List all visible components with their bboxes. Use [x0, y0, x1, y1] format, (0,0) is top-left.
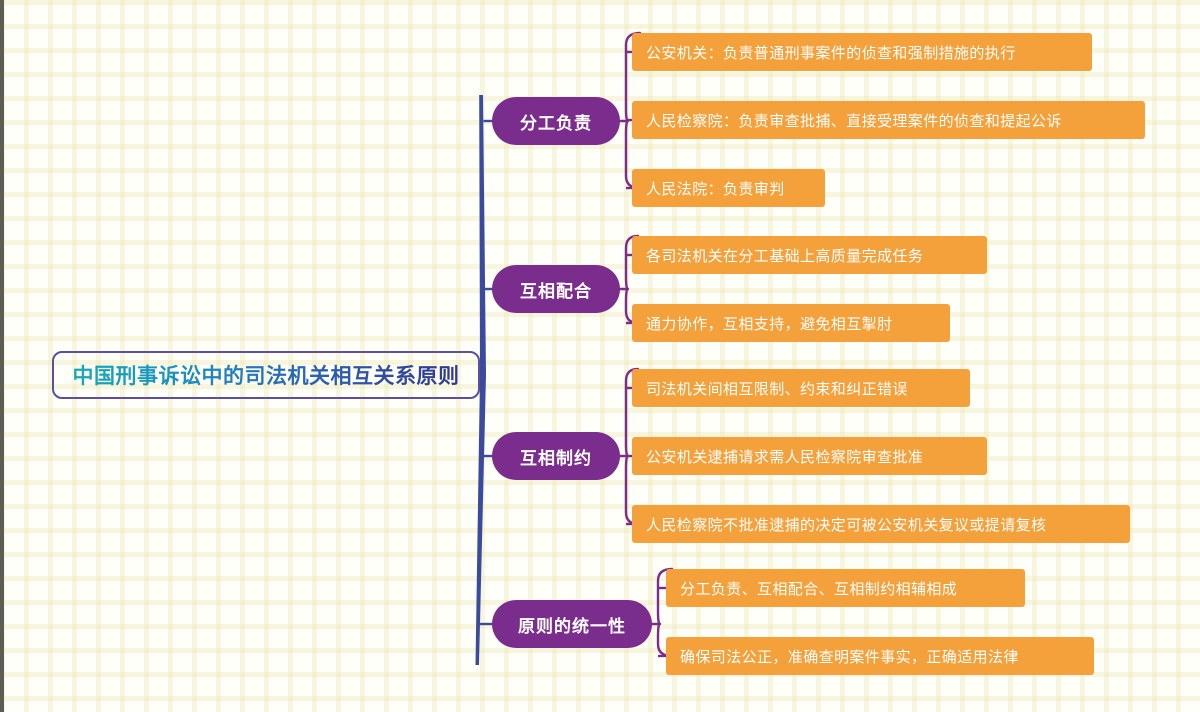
leaf-node[interactable]: 公安机关逮捕请求需人民检察院审查批准 [632, 437, 987, 475]
leaf-node[interactable]: 通力协作，互相支持，避免相互掣肘 [632, 304, 950, 342]
branch-node-yuanze-tongyixing[interactable]: 原则的统一性 [492, 600, 652, 648]
branch-node-label: 分工负责 [520, 113, 592, 134]
leaf-node-label: 各司法机关在分工基础上高质量完成任务 [646, 246, 924, 265]
trunk-line-lower [475, 375, 486, 665]
leaf-node[interactable]: 司法机关间相互限制、约束和纠正错误 [632, 369, 970, 407]
branch-node-label: 互相配合 [520, 281, 592, 302]
root-node-label: 中国刑事诉讼中的司法机关相互关系原则 [73, 360, 460, 390]
branch-node-huxiang-zhiyue[interactable]: 互相制约 [492, 432, 620, 480]
leaf-node[interactable]: 确保司法公正，准确查明案件事实，正确适用法律 [666, 637, 1094, 675]
leaf-node[interactable]: 人民检察院不批准逮捕的决定可被公安机关复议或提请复核 [632, 505, 1130, 543]
branch-node-huxiang-peihe[interactable]: 互相配合 [492, 265, 620, 313]
leaf-node-label: 确保司法公正，准确查明案件事实，正确适用法律 [680, 647, 1019, 666]
left-edge-strip [0, 0, 4, 712]
leaf-node[interactable]: 各司法机关在分工基础上高质量完成任务 [632, 236, 987, 274]
leaf-node-label: 司法机关间相互限制、约束和纠正错误 [646, 379, 908, 398]
branch-node-fengong-fuze[interactable]: 分工负责 [492, 97, 620, 145]
leaf-node-label: 人民检察院：负责审查批捕、直接受理案件的侦查和提起公诉 [646, 111, 1062, 130]
leaf-node-label: 人民法院：负责审判 [646, 179, 785, 198]
branch-node-label: 原则的统一性 [518, 616, 626, 637]
branch-node-label: 互相制约 [520, 448, 592, 469]
trunk-line [479, 95, 486, 375]
leaf-node[interactable]: 人民法院：负责审判 [632, 169, 825, 207]
leaf-node-label: 分工负责、互相配合、互相制约相辅相成 [680, 579, 958, 598]
root-node[interactable]: 中国刑事诉讼中的司法机关相互关系原则 [52, 351, 480, 399]
leaf-node-label: 人民检察院不批准逮捕的决定可被公安机关复议或提请复核 [646, 515, 1047, 534]
leaf-node-label: 公安机关：负责普通刑事案件的侦查和强制措施的执行 [646, 43, 1016, 62]
leaf-node-label: 通力协作，互相支持，避免相互掣肘 [646, 314, 893, 333]
leaf-node-label: 公安机关逮捕请求需人民检察院审查批准 [646, 447, 924, 466]
leaf-node[interactable]: 人民检察院：负责审查批捕、直接受理案件的侦查和提起公诉 [632, 101, 1145, 139]
leaf-node[interactable]: 公安机关：负责普通刑事案件的侦查和强制措施的执行 [632, 33, 1092, 71]
leaf-node[interactable]: 分工负责、互相配合、互相制约相辅相成 [666, 569, 1025, 607]
